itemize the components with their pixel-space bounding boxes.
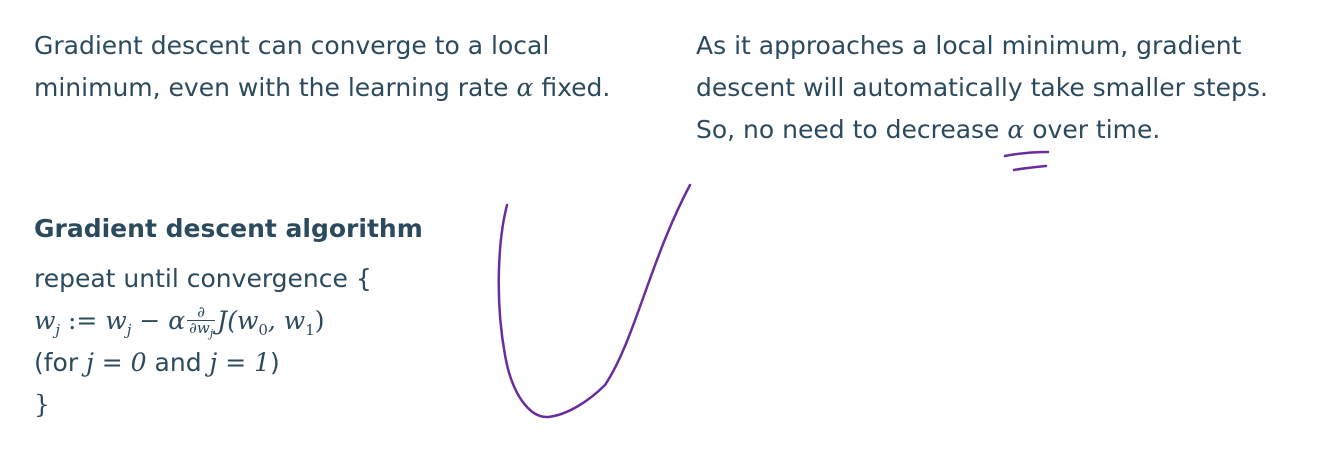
- cost-args-comma: , w: [267, 306, 306, 335]
- left-note-line-2-text: minimum, even with the learning rate: [34, 73, 517, 102]
- alpha-symbol-underlined: α: [1007, 115, 1025, 144]
- ink-underline-1: [1003, 150, 1050, 158]
- update-w-rhs: w: [105, 306, 127, 335]
- algorithm-body: repeat until convergence { wj := wj − α∂…: [34, 258, 372, 426]
- for-suffix: ): [270, 348, 280, 377]
- for-prefix: (for: [34, 348, 87, 377]
- left-note-line-2: minimum, even with the learning rate α f…: [34, 67, 610, 109]
- assign-operator: :=: [60, 306, 106, 335]
- subscript-1: 1: [305, 321, 315, 339]
- left-note-line-1: Gradient descent can converge to a local: [34, 31, 550, 60]
- left-note-line-2-suffix: fixed.: [533, 73, 611, 102]
- right-note-line-3-text: So, no need to decrease: [696, 115, 1008, 144]
- minus-alpha: − α: [131, 306, 186, 335]
- for-and: and: [146, 348, 210, 377]
- partial-den-j: j: [209, 326, 214, 340]
- ink-u-curve: [497, 183, 692, 419]
- for-condition-1: j = 0: [86, 348, 147, 377]
- right-note-line-2: descent will automatically take smaller …: [696, 73, 1268, 102]
- algorithm-heading: Gradient descent algorithm: [34, 214, 423, 243]
- cost-function-J: J: [217, 306, 228, 335]
- for-line: (for j = 0 and j = 1): [34, 342, 372, 384]
- for-condition-2: j = 1: [209, 348, 271, 377]
- right-note-line-3-suffix: over time.: [1024, 115, 1161, 144]
- repeat-line: repeat until convergence {: [34, 264, 372, 293]
- update-w: w: [34, 306, 56, 335]
- right-note-line-3: So, no need to decrease α over time.: [696, 109, 1268, 151]
- alpha-symbol: α: [516, 73, 534, 102]
- partial-den-w: ∂w: [189, 318, 210, 337]
- update-subscript-j: j: [55, 321, 61, 339]
- partial-numerator: ∂: [187, 304, 216, 321]
- right-note-line-1: As it approaches a local minimum, gradie…: [696, 31, 1242, 60]
- right-note: As it approaches a local minimum, gradie…: [696, 25, 1268, 151]
- ink-underline-2: [1012, 164, 1048, 172]
- partial-derivative: ∂∂wj: [187, 304, 216, 341]
- partial-denominator: ∂wj: [187, 318, 215, 341]
- subscript-0: 0: [258, 321, 268, 339]
- cost-args-close: ): [314, 306, 325, 335]
- closing-brace: }: [34, 390, 50, 419]
- left-note: Gradient descent can converge to a local…: [34, 25, 610, 109]
- cost-args-open: (w: [227, 306, 259, 335]
- update-subscript-j-rhs: j: [126, 321, 132, 339]
